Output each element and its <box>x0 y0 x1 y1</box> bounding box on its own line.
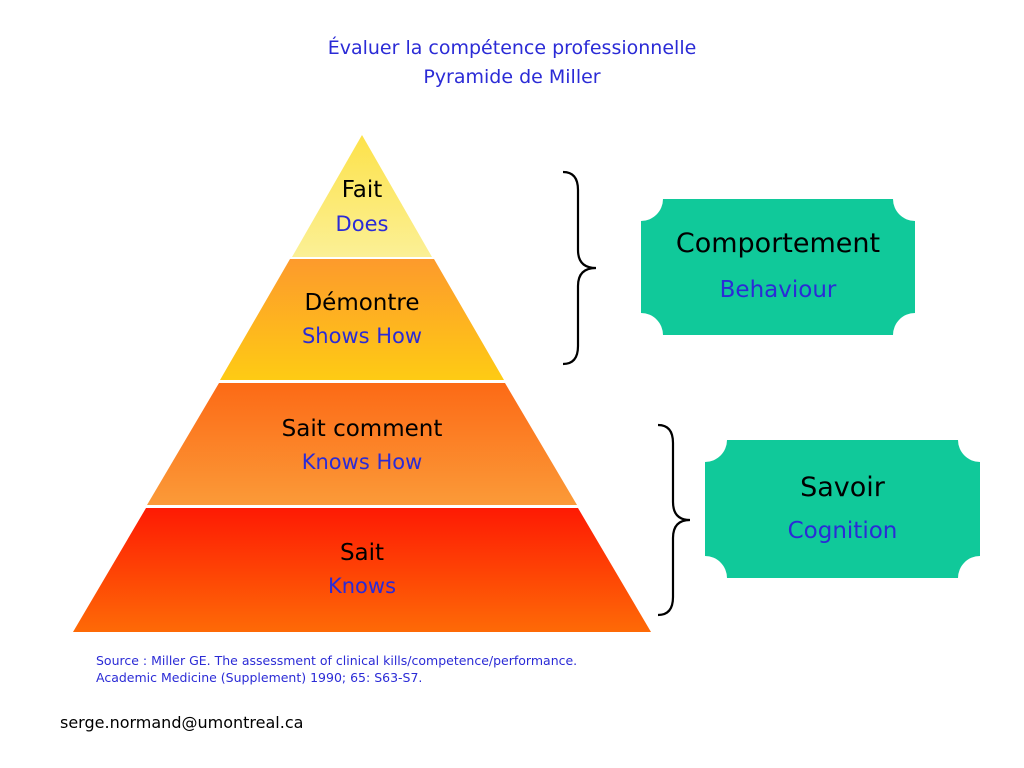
level-knows-en: Knows <box>327 574 397 598</box>
box-behaviour-subtitle: Behaviour <box>719 277 837 303</box>
pyramid-tier-knows-how <box>147 383 577 505</box>
level-does-en: Does <box>335 212 389 236</box>
level-shows-how-fr: Démontre <box>304 290 420 316</box>
level-knows-how-en: Knows How <box>301 450 423 474</box>
level-knows-how-fr: Sait comment <box>281 416 443 442</box>
author-email: serge.normand@umontreal.ca <box>60 713 304 732</box>
title-line-2: Pyramide de Miller <box>423 66 601 88</box>
box-behaviour <box>641 199 915 335</box>
source-line-1: Source : Miller GE. The assessment of cl… <box>96 653 578 668</box>
brace-cognition <box>657 423 691 617</box>
box-cognition <box>705 440 980 578</box>
pyramid-tier-knows <box>73 508 651 632</box>
source-line-2: Academic Medicine (Supplement) 1990; 65:… <box>96 670 423 685</box>
box-behaviour-title: Comportement <box>675 228 881 259</box>
box-cognition-title: Savoir <box>800 472 885 503</box>
brace-behaviour <box>562 170 597 366</box>
level-knows-fr: Sait <box>339 540 385 566</box>
title-line-1: Évaluer la compétence professionnelle <box>327 37 697 59</box>
level-does-fr: Fait <box>341 177 383 203</box>
pyramid-tier-shows-how <box>220 259 504 380</box>
box-cognition-subtitle: Cognition <box>787 518 898 544</box>
level-shows-how-en: Shows How <box>301 324 423 348</box>
pyramid-tier-does <box>292 135 432 257</box>
